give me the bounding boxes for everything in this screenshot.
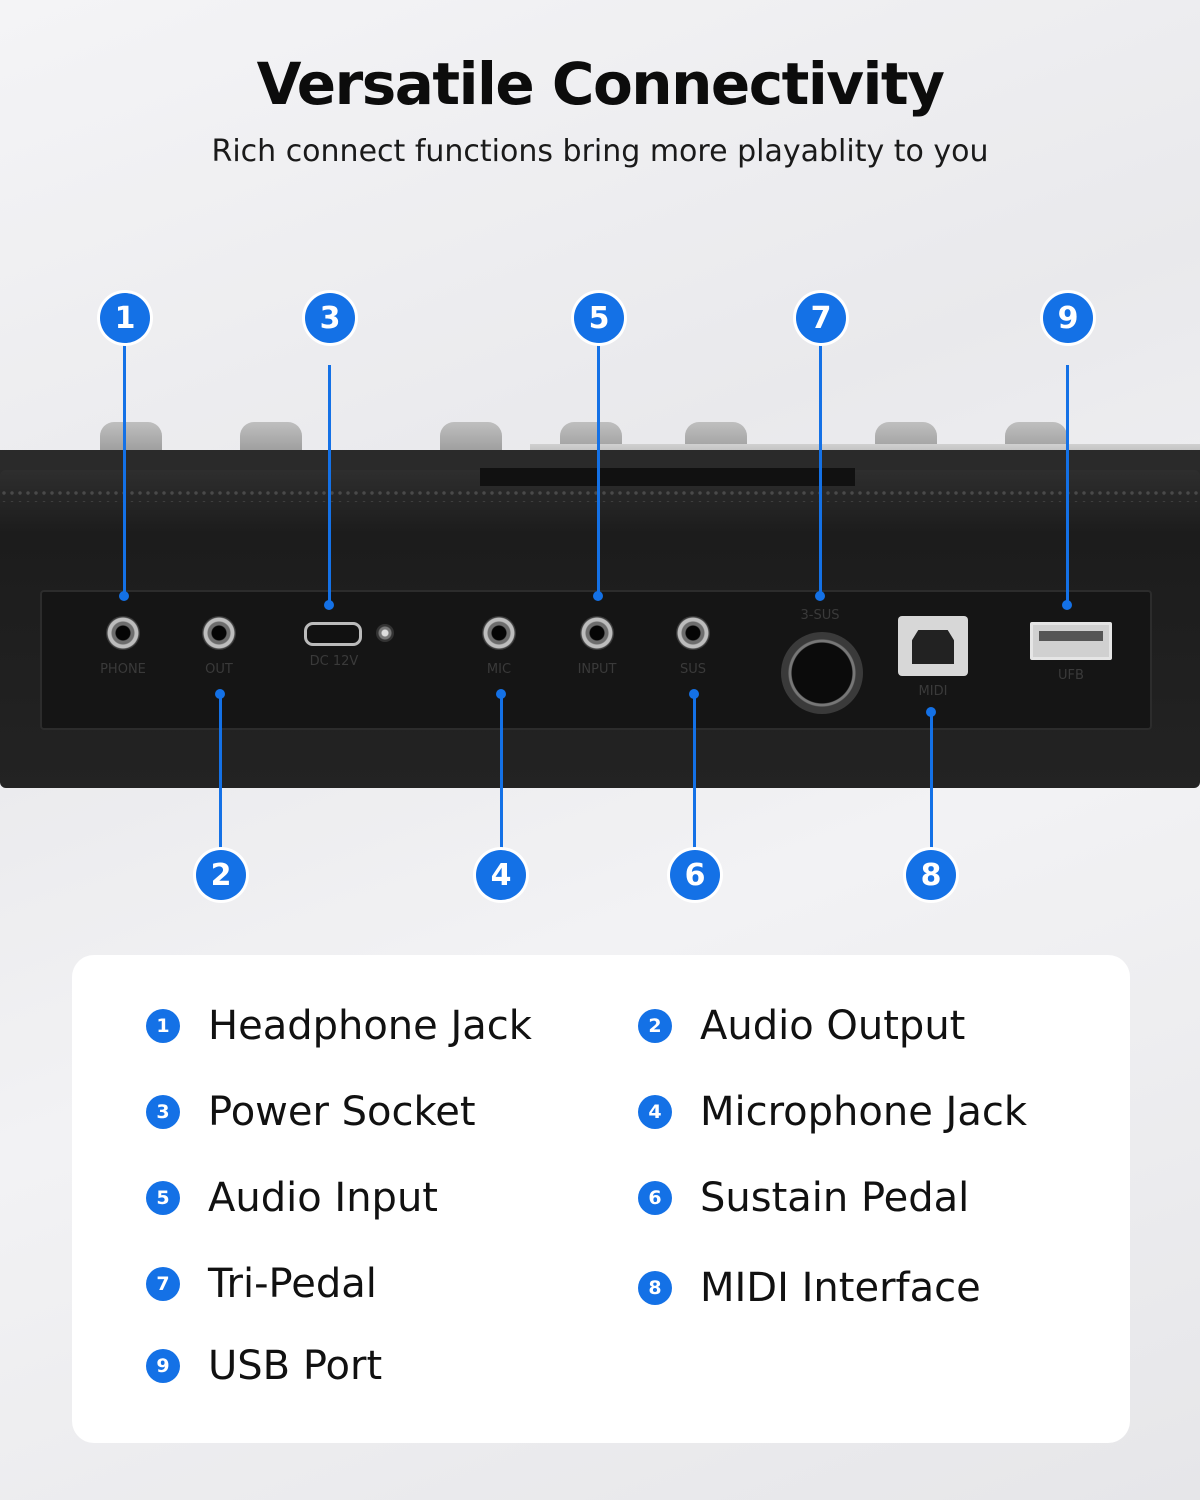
page-title: Versatile Connectivity xyxy=(256,50,945,118)
callout-dot xyxy=(119,591,129,601)
port-label: OUT xyxy=(205,662,233,677)
callout-badge-8: 8 xyxy=(906,850,956,900)
legend-badge: 6 xyxy=(638,1181,672,1215)
legend-label: USB Port xyxy=(208,1343,383,1389)
legend-badge: 3 xyxy=(146,1095,180,1129)
power-socket-icon xyxy=(304,622,362,646)
port-label: MIDI xyxy=(918,684,948,699)
legend-item: 6 Sustain Pedal xyxy=(638,1175,969,1221)
keyboard-rear-panel: PHONE OUT DC 12V MIC INPUT SUS 3-SUS MID… xyxy=(0,410,1200,790)
legend-item: 5 Audio Input xyxy=(146,1175,438,1221)
legend-item: 2 Audio Output xyxy=(638,1003,965,1049)
legend-badge: 9 xyxy=(146,1349,180,1383)
callout-badge-3: 3 xyxy=(305,293,355,343)
legend-badge: 2 xyxy=(638,1009,672,1043)
legend-badge: 7 xyxy=(146,1267,180,1301)
callout-badge-4: 4 xyxy=(476,850,526,900)
legend-badge: 5 xyxy=(146,1181,180,1215)
legend-label: Headphone Jack xyxy=(208,1003,532,1049)
callout-line xyxy=(500,694,503,850)
callout-dot xyxy=(815,591,825,601)
midi-usb-b-icon xyxy=(898,616,968,676)
port-label: PHONE xyxy=(100,662,146,677)
port-label: INPUT xyxy=(577,662,617,677)
callout-line xyxy=(597,345,600,595)
callout-line xyxy=(819,345,822,595)
legend-badge: 1 xyxy=(146,1009,180,1043)
legend-label: Microphone Jack xyxy=(700,1089,1028,1135)
legend-card: 1 Headphone Jack 2 Audio Output 3 Power … xyxy=(72,955,1130,1443)
callout-badge-6: 6 xyxy=(670,850,720,900)
legend-item: 7 Tri-Pedal xyxy=(146,1261,377,1307)
legend-label: Tri-Pedal xyxy=(208,1261,377,1307)
callout-line xyxy=(219,694,222,850)
legend-badge: 8 xyxy=(638,1271,672,1305)
legend-label: Power Socket xyxy=(208,1089,476,1135)
callout-badge-5: 5 xyxy=(574,293,624,343)
port-label: UFB xyxy=(1058,668,1084,683)
legend-badge: 4 xyxy=(638,1095,672,1129)
port-label: 3-SUS xyxy=(800,608,840,623)
legend-label: Sustain Pedal xyxy=(700,1175,970,1221)
callout-line xyxy=(693,694,696,850)
callout-line xyxy=(123,345,126,595)
speaker-grille xyxy=(0,488,1200,502)
callout-badge-7: 7 xyxy=(796,293,846,343)
connector-panel: PHONE OUT DC 12V MIC INPUT SUS 3-SUS MID… xyxy=(40,590,1152,730)
audio-input-jack-icon xyxy=(580,616,614,650)
legend-item: 8 MIDI Interface xyxy=(638,1265,981,1311)
callout-dot xyxy=(324,600,334,610)
tri-pedal-din-icon xyxy=(781,632,863,714)
legend-item: 3 Power Socket xyxy=(146,1089,476,1135)
legend-label: MIDI Interface xyxy=(700,1265,981,1311)
callout-line xyxy=(328,365,331,605)
port-label: MIC xyxy=(486,662,512,677)
callout-badge-2: 2 xyxy=(196,850,246,900)
audio-output-jack-icon xyxy=(202,616,236,650)
port-label: SUS xyxy=(679,662,707,677)
callout-line xyxy=(930,712,933,850)
usb-port-icon xyxy=(1030,622,1112,660)
callout-dot xyxy=(593,591,603,601)
callout-dot xyxy=(1062,600,1072,610)
legend-label: Audio Output xyxy=(700,1003,966,1049)
legend-item: 1 Headphone Jack xyxy=(146,1003,532,1049)
port-label: DC 12V xyxy=(309,654,359,669)
legend-label: Audio Input xyxy=(208,1175,438,1221)
callout-badge-9: 9 xyxy=(1043,293,1093,343)
legend-item: 4 Microphone Jack xyxy=(638,1089,1027,1135)
headphone-jack-icon xyxy=(106,616,140,650)
page-subtitle: Rich connect functions bring more playab… xyxy=(211,134,989,169)
sustain-pedal-jack-icon xyxy=(676,616,710,650)
power-led-icon xyxy=(376,624,394,642)
legend-item: 9 USB Port xyxy=(146,1343,382,1389)
callout-line xyxy=(1066,365,1069,603)
microphone-jack-icon xyxy=(482,616,516,650)
callout-badge-1: 1 xyxy=(100,293,150,343)
display-strip xyxy=(480,468,855,486)
